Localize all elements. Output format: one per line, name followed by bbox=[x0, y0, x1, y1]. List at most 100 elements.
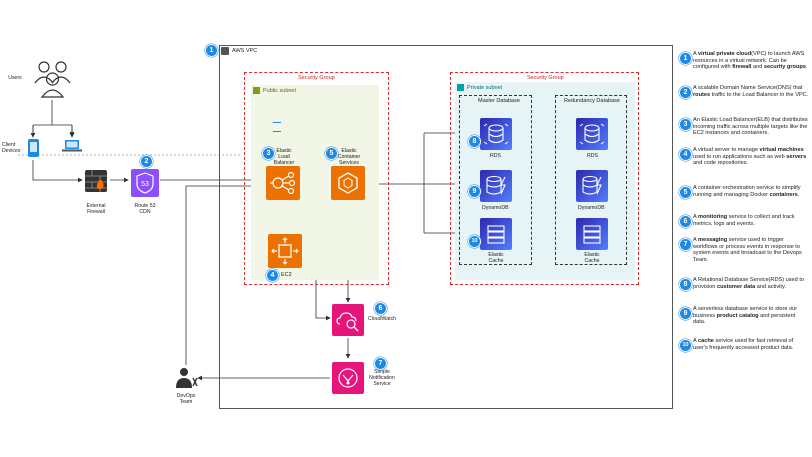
badge-1: 1 bbox=[205, 44, 218, 57]
legend-text-part: An Elastic Load Balancer(ELB) that distr… bbox=[693, 117, 808, 137]
vpc-title: AWS VPC bbox=[232, 48, 258, 54]
public-subnet-icon bbox=[253, 87, 260, 94]
badge-10: 10 bbox=[468, 235, 481, 248]
badge-9: 9 bbox=[468, 185, 481, 198]
legend-text: A container orchestration service to sim… bbox=[693, 185, 809, 198]
vpc-boundary bbox=[219, 45, 673, 409]
legend-text: A cache service used for fast retrieval … bbox=[693, 338, 809, 351]
legend-badge: 7 bbox=[679, 238, 692, 251]
rds-master-icon[interactable] bbox=[480, 118, 512, 150]
legend-text-part: A container orchestration service to sim… bbox=[693, 185, 801, 198]
route53-icon[interactable]: 53 bbox=[131, 169, 159, 197]
public-security-group-title: Security Group bbox=[298, 75, 335, 81]
devops-icon bbox=[174, 366, 198, 390]
legend-badge: 10 bbox=[679, 339, 692, 352]
legend-text: A messaging service used to trigger work… bbox=[693, 237, 809, 263]
legend-text-part: . bbox=[805, 64, 808, 71]
firewall-icon bbox=[85, 170, 107, 192]
dynamodb-redundant-label: DynamoDB bbox=[578, 205, 605, 211]
legend-badge: 1 bbox=[679, 52, 692, 65]
legend-text-part: A bbox=[693, 237, 698, 243]
legend-text-part: and persistent data. bbox=[693, 312, 796, 326]
sns-icon[interactable] bbox=[332, 362, 364, 394]
elb-icon[interactable] bbox=[266, 166, 300, 200]
legend-text-part: and bbox=[751, 64, 764, 71]
users-label: Users bbox=[8, 75, 22, 81]
legend-badge: 8 bbox=[679, 278, 692, 291]
legend-text: A scalable Domain Name Service(DNS) that… bbox=[693, 85, 809, 98]
elasticache-master-icon[interactable] bbox=[480, 218, 512, 250]
laptop-icon bbox=[62, 139, 82, 152]
legend-text-part: A Relational Database Service(RDS) used … bbox=[693, 277, 804, 290]
legend-text: A virtual private cloud(VPC) to launch A… bbox=[693, 51, 809, 71]
legend-text: A virtual server to manage virtual machi… bbox=[693, 147, 809, 167]
private-security-group bbox=[450, 72, 639, 285]
legend-text-part: A bbox=[693, 338, 698, 344]
badge-5: 5 bbox=[325, 147, 338, 160]
legend-text-part: A bbox=[693, 214, 698, 220]
rds-redundant-label: RDS bbox=[587, 153, 598, 159]
legend-text-part: firewall bbox=[732, 64, 752, 71]
legend-text: A serverless database service to store o… bbox=[693, 306, 809, 326]
public-subnet-title: Public subnet bbox=[263, 88, 297, 94]
legend-badge: 3 bbox=[679, 118, 692, 131]
legend-text: A monitoring service to collect and trac… bbox=[693, 214, 809, 227]
badge-3: 3 bbox=[262, 147, 275, 160]
gateway-icon bbox=[272, 120, 282, 132]
master-database-title: Master Database bbox=[478, 98, 520, 104]
legend-text-part: virtual private cloud bbox=[697, 51, 752, 57]
legend-text-part: monitoring bbox=[697, 214, 728, 220]
badge-8: 8 bbox=[468, 135, 481, 148]
legend-text-part: containers bbox=[769, 191, 798, 198]
ec2-icon[interactable] bbox=[268, 234, 302, 268]
private-security-group-title: Security Group bbox=[527, 75, 564, 81]
users-icon bbox=[30, 55, 75, 100]
legend-text-part: and code repositories. bbox=[693, 160, 749, 167]
legend-text-part: security groups bbox=[763, 64, 806, 71]
legend-badge: 9 bbox=[679, 307, 692, 320]
ecs-icon[interactable] bbox=[331, 166, 365, 200]
legend-badge: 2 bbox=[679, 86, 692, 99]
legend-badge: 6 bbox=[679, 215, 692, 228]
rds-redundant-icon[interactable] bbox=[576, 118, 608, 150]
master-database-group bbox=[459, 95, 532, 265]
badge-2: 2 bbox=[140, 155, 153, 168]
legend-badge: 4 bbox=[679, 148, 692, 161]
legend-text-part: A bbox=[693, 51, 698, 57]
dynamodb-redundant-icon[interactable] bbox=[576, 170, 608, 202]
legend-text-part: A virtual server to manage bbox=[693, 147, 760, 153]
legend-text-part: (VPC) to launch AWS resources in a virtu… bbox=[693, 51, 805, 71]
legend-text: A Relational Database Service(RDS) used … bbox=[693, 277, 809, 290]
legend-text-part: traffic to the Load Balancer in the VPC. bbox=[710, 91, 809, 98]
legend-text: An Elastic Load Balancer(ELB) that distr… bbox=[693, 117, 809, 137]
legend-text-part: and activity. bbox=[755, 283, 786, 290]
legend-text-part: product catalog bbox=[716, 312, 759, 319]
legend-text-part: A serverless database service to store o… bbox=[693, 306, 798, 319]
private-subnet-title: Private subnet bbox=[467, 85, 503, 91]
elasticache-redundant-icon[interactable] bbox=[576, 218, 608, 250]
dynamodb-master-icon[interactable] bbox=[480, 170, 512, 202]
ec2-label: EC2 bbox=[281, 272, 292, 278]
private-subnet-icon bbox=[457, 84, 464, 91]
mobile-device-icon bbox=[28, 139, 39, 157]
legend-text-part: service to collect and track metrics, lo… bbox=[693, 214, 795, 227]
redundancy-database-group bbox=[555, 95, 627, 265]
public-security-group bbox=[244, 72, 389, 285]
legend-text-part: A scalable Domain Name Service(DNS) that bbox=[693, 85, 803, 91]
cloudwatch-icon[interactable] bbox=[332, 304, 364, 336]
legend-text-part: messaging bbox=[697, 237, 728, 243]
legend-text-part: service used for fast retrieval of user'… bbox=[693, 338, 794, 351]
rds-master-label: RDS bbox=[490, 153, 501, 159]
svg-text:53: 53 bbox=[141, 181, 149, 188]
legend-text-part: cache bbox=[697, 338, 714, 344]
legend-text-part: service used to trigger workflows or pro… bbox=[693, 237, 802, 263]
